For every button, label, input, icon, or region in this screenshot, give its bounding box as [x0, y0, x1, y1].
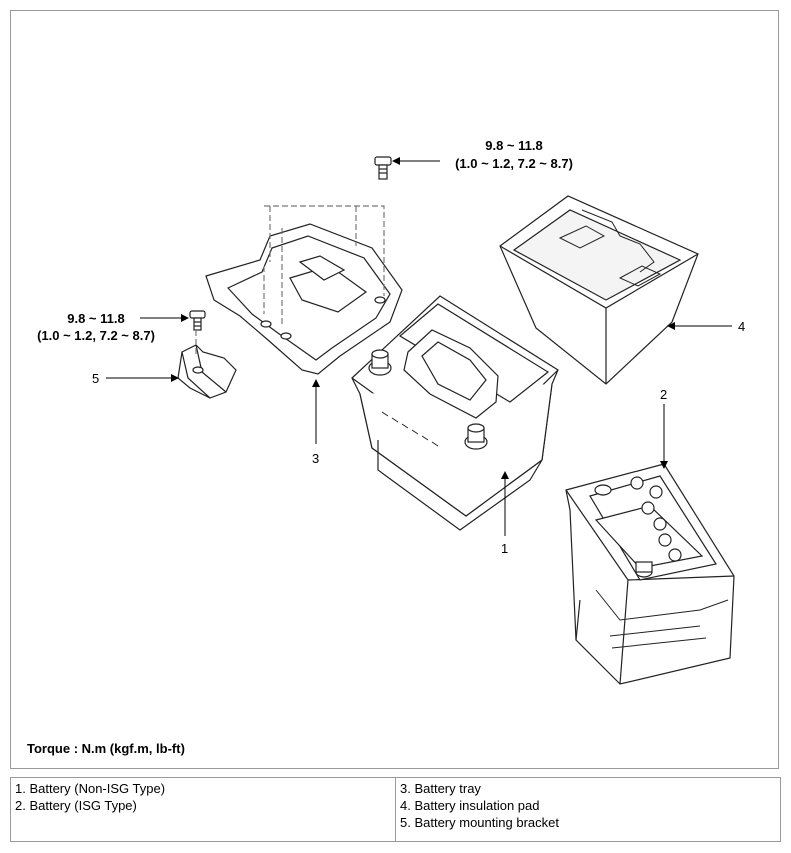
legend-column-right: 3. Battery tray 4. Battery insulation pa… [395, 777, 781, 842]
legend-item-2: 2. Battery (ISG Type) [15, 798, 137, 813]
legend-item-1: 1. Battery (Non-ISG Type) [15, 781, 166, 796]
callout-5: 5 [92, 371, 100, 386]
bolt-left [189, 310, 206, 331]
battery-mounting-bracket [177, 344, 237, 399]
torque-sub-top: (1.0 ~ 1.2, 7.2 ~ 8.7) [455, 156, 573, 171]
torque-value-left: 9.8 ~ 11.8 [67, 311, 125, 326]
callout-2: 2 [660, 387, 668, 402]
torque-sub-left: (1.0 ~ 1.2, 7.2 ~ 8.7) [37, 328, 155, 343]
parts-legend: 1. Battery (Non-ISG Type) 2. Battery (IS… [10, 777, 781, 842]
legend-item-3: 3. Battery tray [400, 781, 481, 796]
legend-item-5: 5. Battery mounting bracket [400, 815, 559, 830]
callout-1: 1 [501, 541, 509, 556]
callout-4: 4 [738, 319, 746, 334]
callout-3: 3 [312, 451, 320, 466]
torque-units-note: Torque : N.m (kgf.m, lb-ft) [27, 741, 185, 756]
battery-tray [195, 205, 403, 375]
bolt-top [374, 156, 392, 180]
battery-non-isg [351, 295, 559, 531]
battery-isg [565, 463, 735, 685]
legend-item-4: 4. Battery insulation pad [400, 798, 540, 813]
battery-insulation-pad [499, 195, 699, 385]
legend-column-left: 1. Battery (Non-ISG Type) 2. Battery (IS… [11, 778, 396, 842]
torque-value-top: 9.8 ~ 11.8 [485, 138, 543, 153]
